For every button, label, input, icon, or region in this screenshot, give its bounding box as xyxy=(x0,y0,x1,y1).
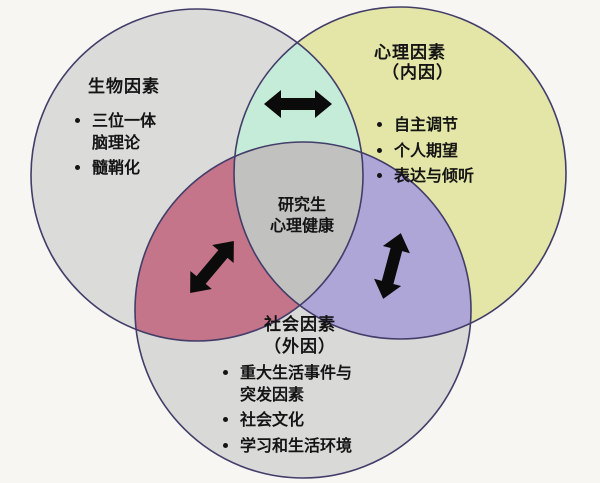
social-item: 社会文化 xyxy=(240,409,362,431)
social-circle-outline xyxy=(134,141,472,479)
bio-list: 三位一体脑理论 髓鞘化 xyxy=(74,106,162,183)
social-item: 学习和生活环境 xyxy=(240,435,362,457)
psych-subtitle: （内因） xyxy=(382,63,454,83)
bio-item: 髓鞘化 xyxy=(92,157,162,179)
center-label-line2: 心理健康 xyxy=(269,215,335,235)
social-title: 社会因素 （外因） xyxy=(264,314,336,358)
psych-list: 自主调节 个人期望 表达与倾听 xyxy=(376,110,474,191)
bio-title: 生物因素 xyxy=(88,77,160,97)
psych-item: 自主调节 xyxy=(394,114,474,136)
psych-social-arrow-icon xyxy=(374,233,410,299)
bio-circle-outline xyxy=(30,8,364,342)
social-title-line1: 社会因素 xyxy=(264,315,336,335)
center-label: 研究生 心理健康 xyxy=(270,195,334,237)
center-label-line1: 研究生 xyxy=(277,195,327,214)
bio-psych-arrow-icon xyxy=(264,90,332,118)
social-item: 重大生活事件与突发因素 xyxy=(240,362,362,405)
psych-title: 心理因素 xyxy=(374,43,446,63)
bio-item: 三位一体脑理论 xyxy=(92,110,162,153)
psych-item: 表达与倾听 xyxy=(394,165,474,187)
social-title-line2: （外因） xyxy=(264,337,336,358)
bio-social-arrow-icon xyxy=(190,240,234,294)
social-list: 重大生活事件与突发因素 社会文化 学习和生活环境 xyxy=(222,358,362,460)
psych-circle-outline xyxy=(233,6,567,340)
psych-item: 个人期望 xyxy=(394,140,474,162)
